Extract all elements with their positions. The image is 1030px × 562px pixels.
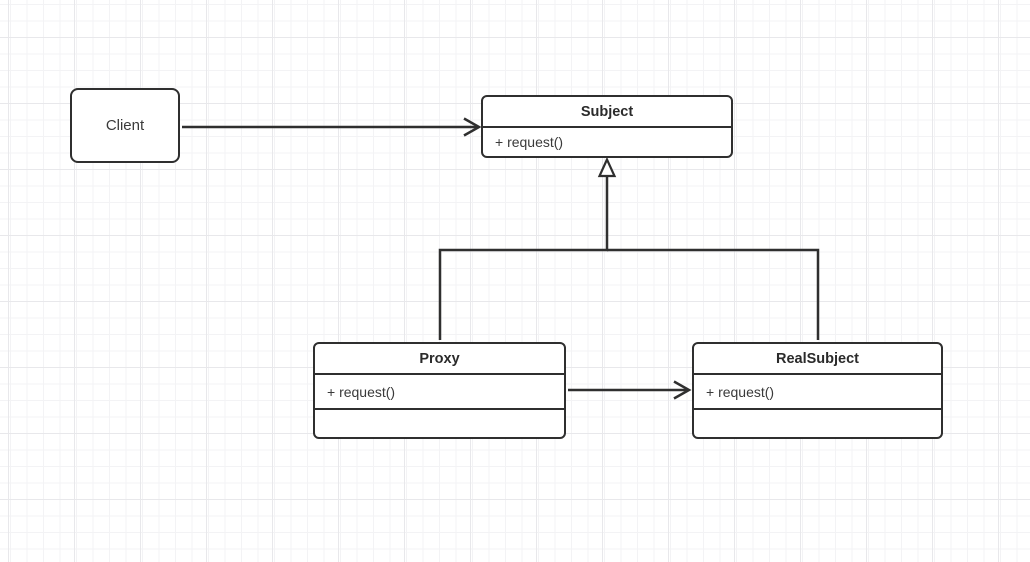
realsubject-class-empty-compartment [694, 410, 941, 437]
subject-class-node[interactable]: Subject + request() [481, 95, 733, 158]
proxy-class-node[interactable]: Proxy + request() [313, 342, 566, 439]
realsubject-class-node[interactable]: RealSubject + request() [692, 342, 943, 439]
subject-class-method: + request() [495, 134, 564, 150]
realsubject-class-title: RealSubject [694, 344, 941, 375]
realsubject-class-method: + request() [694, 375, 941, 410]
edge-proxy-to-subject-generalization[interactable] [438, 177, 609, 340]
subject-class-title: Subject [483, 97, 731, 128]
proxy-class-title: Proxy [315, 344, 564, 375]
open-arrowhead-icon [463, 117, 482, 137]
open-arrowhead-icon [673, 380, 692, 400]
client-node[interactable]: Client [70, 88, 180, 163]
edge-client-to-subject[interactable] [182, 117, 482, 137]
proxy-class-method: + request() [315, 375, 564, 410]
edge-proxy-to-realsubject[interactable] [568, 380, 692, 400]
proxy-class-empty-compartment [315, 410, 564, 437]
client-label: Client [105, 117, 145, 134]
edge-realsubject-to-subject-generalization[interactable] [607, 248, 820, 340]
hollow-triangle-arrowhead-icon [597, 156, 617, 178]
